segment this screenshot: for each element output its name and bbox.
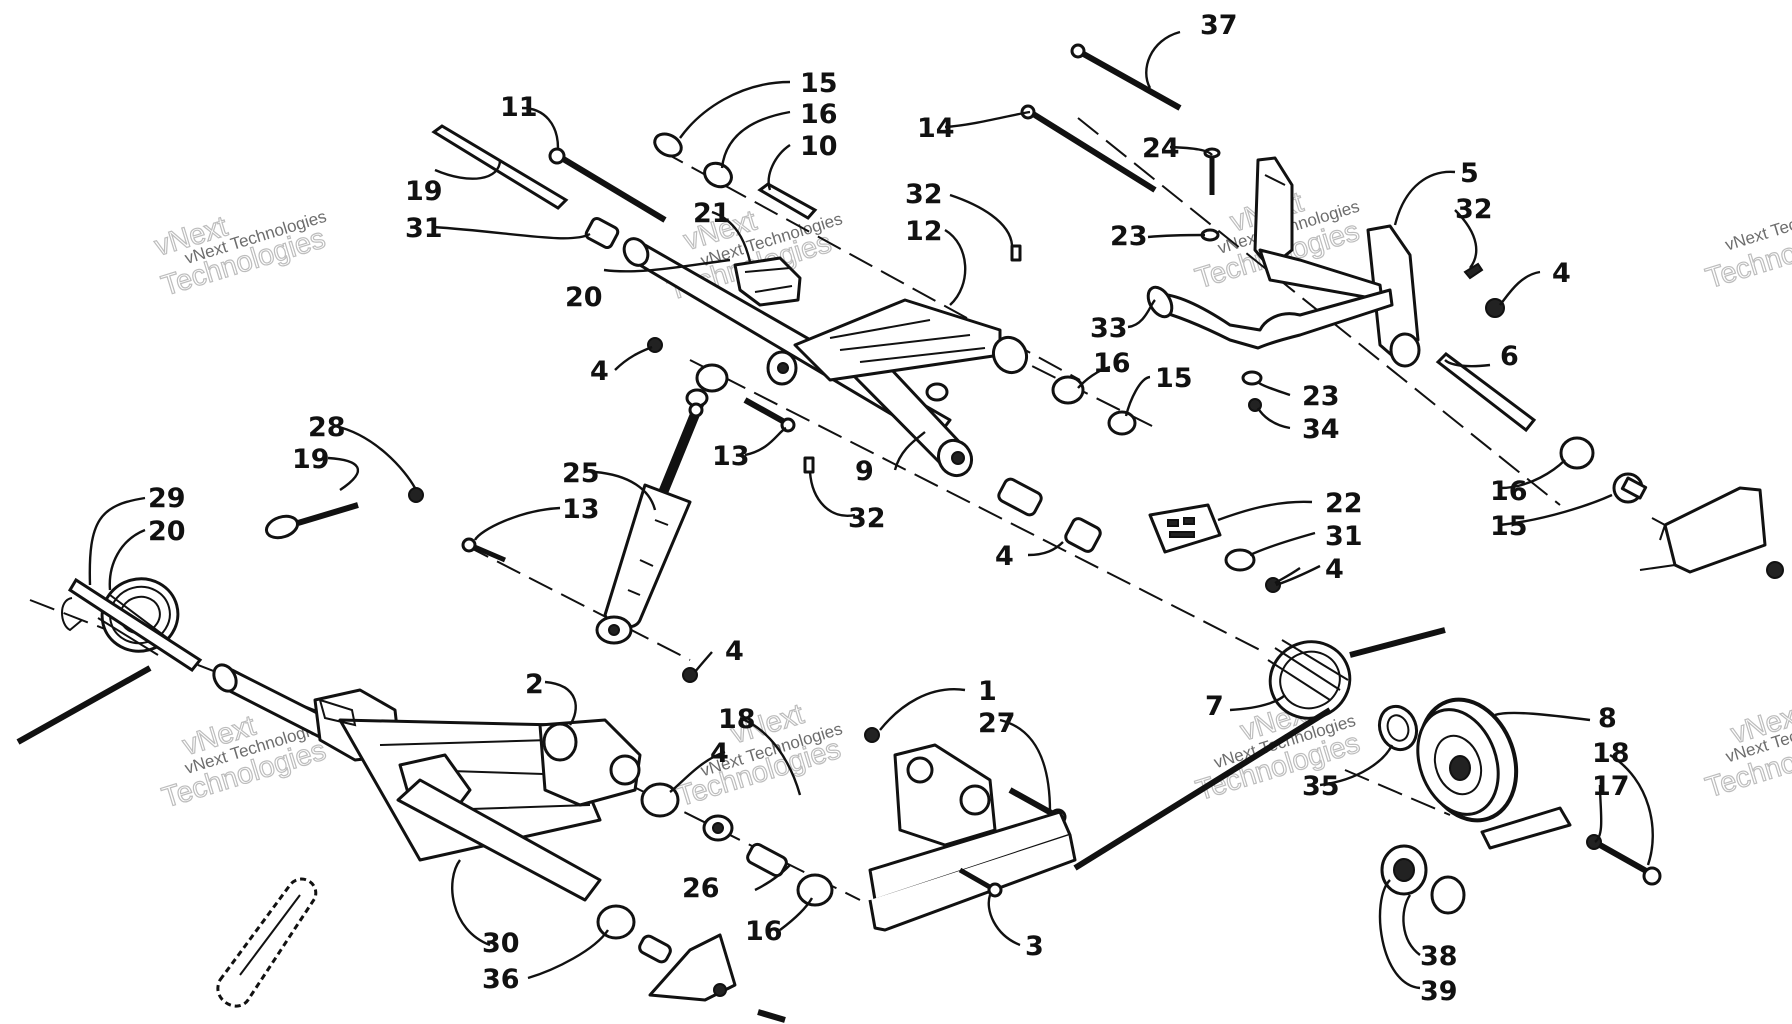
callout-4: 4	[1325, 554, 1344, 585]
callout-36: 36	[482, 964, 520, 995]
callout-33: 33	[1090, 313, 1128, 344]
callout-4: 4	[1552, 258, 1571, 289]
callout-23: 23	[1302, 381, 1340, 412]
callout-27: 27	[978, 708, 1016, 739]
bushing	[925, 375, 1137, 436]
callout-38: 38	[1420, 941, 1458, 972]
callout-30: 30	[482, 928, 520, 959]
plate	[1148, 503, 1222, 554]
callout-20: 31	[1325, 521, 1363, 552]
callout-6: 6	[1500, 341, 1519, 372]
axis-line	[464, 544, 691, 661]
long-bolt	[548, 147, 667, 223]
long-bolt	[1070, 43, 1182, 111]
callout-9: 9	[855, 456, 874, 487]
callout-34: 34	[1302, 414, 1340, 445]
spring-right	[1073, 627, 1446, 871]
front-arm-tube	[622, 237, 974, 478]
watermark: vNext Technologies vNext Technologies	[673, 698, 845, 814]
rod	[431, 124, 569, 210]
arm-plate	[793, 298, 1029, 382]
rear-arm-bracket	[1146, 156, 1421, 368]
clevis	[695, 350, 798, 393]
upper-assembly	[431, 43, 1784, 593]
callout-11: 11	[500, 92, 538, 123]
callout-16: 16	[745, 916, 783, 947]
bolt	[743, 397, 796, 433]
callout-4: 1	[978, 676, 997, 707]
callout-15: 15	[1155, 363, 1193, 394]
callout-4: 4	[590, 356, 609, 387]
bushing	[1559, 436, 1648, 504]
long-bolt	[1020, 104, 1157, 193]
callout-39: 39	[1420, 976, 1458, 1007]
callout-17: 17	[1592, 771, 1630, 802]
callout-35: 35	[1302, 771, 1340, 802]
callout-10: 10	[800, 131, 838, 162]
slide-rail-bracket	[864, 727, 1077, 932]
nut	[647, 337, 663, 353]
callout-13: 13	[562, 494, 600, 525]
callout-labels: 37 11 15 16 10 14 24 5 32 19 31 21 32 12…	[148, 10, 1630, 1007]
callout-3: 3	[1025, 931, 1044, 962]
callout-21: 21	[693, 198, 731, 229]
callout-16: 16	[1093, 348, 1131, 379]
callout-31: 4	[995, 541, 1014, 572]
callout-13: 13	[712, 441, 750, 472]
spring-left	[16, 487, 424, 745]
rod	[1435, 352, 1537, 433]
callout-12: 12	[905, 216, 943, 247]
callout-16: 16	[800, 99, 838, 130]
callout-4: 4	[725, 636, 744, 667]
washer	[1224, 548, 1281, 593]
callout-16: 16	[1490, 476, 1528, 507]
callout-26: 26	[682, 873, 720, 904]
callout-31: 31	[405, 213, 443, 244]
bushing	[653, 132, 818, 220]
callout-18: 4	[710, 738, 729, 769]
callout-24: 24	[1142, 133, 1180, 164]
watermark: vNext Technologies vNext Technologies	[1701, 698, 1792, 805]
callout-37: 37	[1200, 10, 1238, 41]
axis-line	[1344, 769, 1451, 816]
idler-wheel	[1377, 697, 1662, 915]
callout-32: 32	[905, 179, 943, 210]
callout-14: 14	[917, 113, 955, 144]
callout-32: 32	[1455, 194, 1493, 225]
watermark: vNext Technologies Technologies	[1702, 193, 1792, 295]
callout-28: 19	[292, 444, 330, 475]
callout-15: 15	[1490, 511, 1528, 542]
bracket	[733, 256, 802, 307]
callout-29: 20	[148, 516, 186, 547]
callout-8: 8	[1598, 703, 1617, 734]
bushing	[997, 477, 1102, 553]
callout-20: 20	[565, 282, 603, 313]
callout-19: 19	[405, 176, 443, 207]
grease-fitting	[803, 244, 1484, 474]
shock-absorber	[461, 388, 709, 683]
callout-23: 23	[1110, 221, 1148, 252]
callout-2: 18	[718, 704, 756, 735]
callout-19: 29	[148, 483, 186, 514]
lower-arm-assembly	[212, 663, 834, 1023]
axis-line	[689, 359, 1261, 651]
callout-25: 25	[562, 458, 600, 489]
bracket	[1639, 486, 1784, 579]
bushing	[584, 216, 620, 250]
callout-5: 5	[1460, 158, 1479, 189]
callout-32: 32	[848, 503, 886, 534]
callout-18: 18	[1592, 738, 1630, 769]
watermark: vNext Technologies vNext Technologies	[150, 207, 329, 303]
callout-1: 2	[525, 669, 544, 700]
callout-7: 7	[1205, 691, 1224, 722]
callout-22: 22	[1325, 488, 1363, 519]
leader-lines	[88, 30, 1654, 990]
callout-15: 15	[800, 68, 838, 99]
nut	[1485, 298, 1505, 318]
callout-4: 28	[308, 412, 346, 443]
